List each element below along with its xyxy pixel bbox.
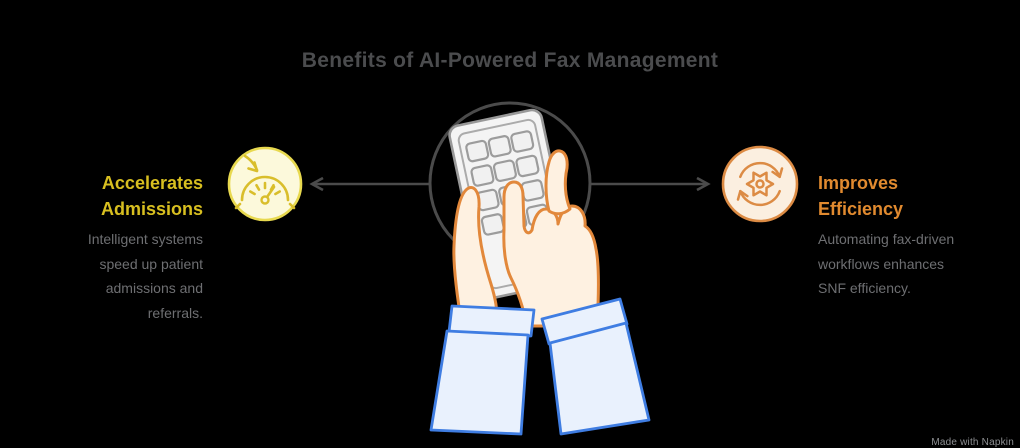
- left-heading-line2: Admissions: [100, 199, 203, 219]
- page-title: Benefits of AI-Powered Fax Management: [301, 49, 719, 72]
- left-heading-line1: Accelerates: [101, 173, 203, 193]
- right-body-line: workflows enhances: [818, 255, 945, 272]
- watermark: Made with Napkin: [931, 437, 1014, 448]
- right-benefit-heading: Improves Efficiency: [818, 170, 903, 222]
- right-sleeve: [540, 297, 651, 436]
- left-benefit-description: Intelligent systems speed up patient adm…: [88, 227, 203, 325]
- left-benefit-heading: Accelerates Admissions: [101, 170, 203, 222]
- right-connector-arrow: [590, 176, 711, 192]
- right-heading-line1: Improves: [818, 173, 899, 193]
- right-heading-line2: Efficiency: [818, 199, 904, 219]
- left-body-line: Intelligent systems: [87, 231, 203, 247]
- left-sleeve: [429, 304, 536, 436]
- left-connector-arrow: [309, 176, 430, 192]
- right-body-line: SNF efficiency.: [818, 280, 911, 296]
- left-body-line: speed up patient: [99, 255, 203, 272]
- left-body-line: referrals.: [147, 304, 203, 321]
- speedometer-icon: [227, 146, 303, 222]
- middle-fingertip: [544, 149, 572, 216]
- right-benefit-description: Automating fax-driven workflows enhances…: [818, 227, 954, 301]
- right-body-line: Automating fax-driven: [818, 231, 955, 247]
- left-hand: [452, 185, 499, 328]
- left-body-line: admissions and: [105, 280, 203, 296]
- gear-cycle-icon: [721, 145, 799, 223]
- right-hand: [502, 180, 600, 328]
- fax-keypad: [465, 130, 550, 236]
